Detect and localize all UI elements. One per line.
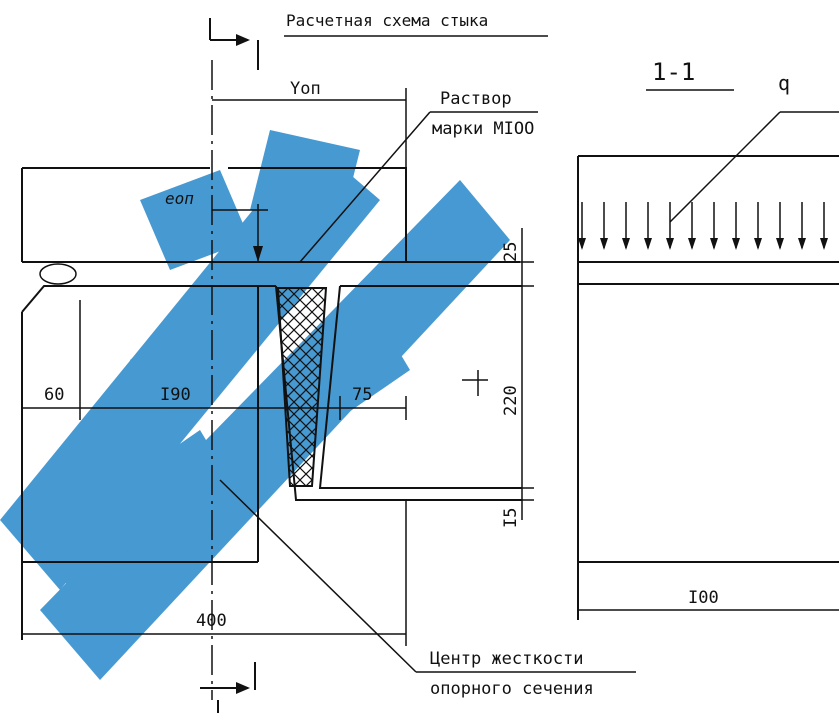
- callout-mortar: Раствор марки MIOO: [299, 89, 538, 263]
- label-e-support: eоп: [165, 189, 194, 208]
- dim-y-support: Yоп: [212, 79, 407, 168]
- section-title: 1-1: [652, 58, 695, 86]
- label-60: 60: [44, 385, 64, 405]
- callout-center-line2: опорного сечения: [430, 679, 594, 699]
- label-25: 25: [501, 242, 521, 262]
- distributed-load-arrows: [578, 202, 828, 250]
- callout-mortar-line1: Раствор: [440, 89, 512, 109]
- watermark-logo: [0, 130, 510, 680]
- callout-mortar-line2: марки MIOO: [432, 119, 534, 139]
- lower-slab-left: [21, 263, 259, 640]
- dim-vertical-right: 25 220 I5: [462, 228, 534, 528]
- label-75: 75: [352, 385, 372, 405]
- section-marker-bottom: [200, 662, 256, 713]
- diagram-title: Расчетная схема стыка: [286, 11, 488, 30]
- mortar-joint: [276, 287, 328, 487]
- callout-center-line1: Центр жесткости: [430, 649, 584, 669]
- callout-stiffness-center: Центр жесткости опорного сечения: [219, 479, 636, 699]
- label-400: 400: [196, 611, 227, 631]
- dim-row-widths: 60 I90 75: [22, 300, 407, 420]
- label-220: 220: [501, 385, 521, 416]
- section-1-1-view: 1-1 q I00: [577, 58, 839, 620]
- dim-e-support: eоп: [165, 189, 268, 262]
- label-15: I5: [501, 508, 521, 528]
- load-label: q: [778, 71, 790, 95]
- label-190: I90: [160, 385, 191, 405]
- section-marker-top: [209, 18, 259, 70]
- label-100: I00: [688, 588, 719, 608]
- label-y-support: Yоп: [290, 79, 321, 99]
- dim-overall-400: 400: [22, 500, 407, 646]
